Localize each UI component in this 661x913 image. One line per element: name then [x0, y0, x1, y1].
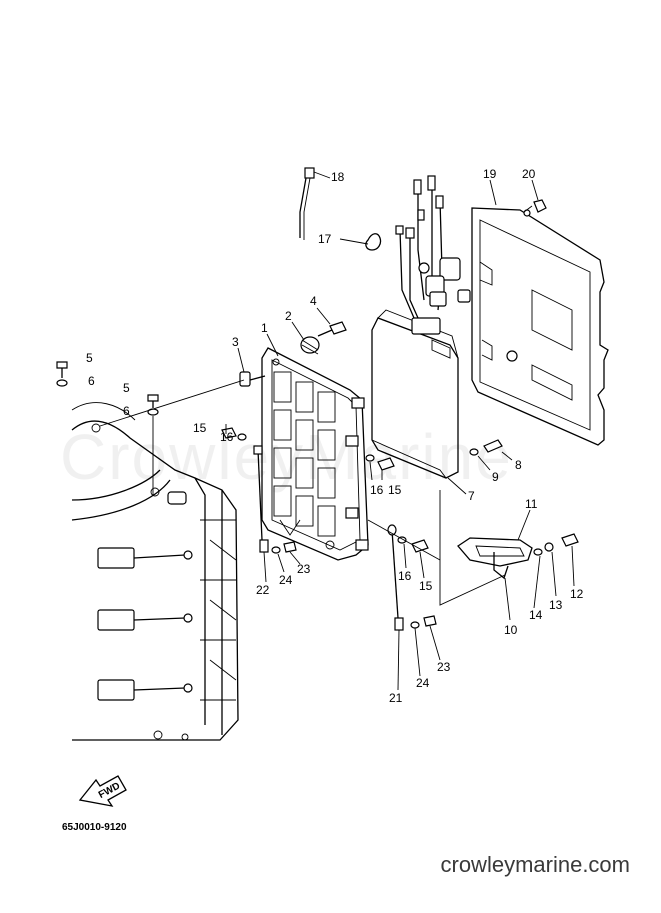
engine-block — [71, 402, 239, 741]
callout-13: 13 — [549, 598, 563, 612]
cdi-unit — [371, 175, 471, 479]
cable-tie-18 — [299, 167, 315, 240]
cover-panel — [471, 207, 609, 446]
callout-24-left: 24 — [279, 573, 293, 587]
callout-18: 18 — [331, 170, 345, 184]
callout-12: 12 — [570, 587, 584, 601]
callout-20: 20 — [522, 167, 536, 181]
callout-8: 8 — [515, 458, 522, 472]
bolt-20 — [523, 199, 547, 213]
callout-6-lower: 6 — [123, 404, 130, 418]
fwd-label: FWD — [97, 781, 122, 801]
callout-3: 3 — [232, 335, 239, 349]
callout-10: 10 — [504, 623, 518, 637]
mounting-bracket — [261, 347, 369, 561]
callout-16-left: 16 — [220, 430, 234, 444]
callout-11: 11 — [525, 497, 538, 511]
callout-4: 4 — [310, 294, 317, 308]
callout-2: 2 — [285, 309, 292, 323]
callout-14: 14 — [529, 608, 543, 622]
wire-harness — [395, 175, 471, 319]
hardware — [56, 321, 503, 631]
callout-15-center: 15 — [388, 483, 402, 497]
callout-23-lower: 23 — [437, 660, 451, 674]
callout-16-center: 16 — [370, 483, 384, 497]
figure-code: 65J0010-9120 — [62, 822, 127, 833]
callout-6-top: 6 — [88, 374, 95, 388]
callout-15-left: 15 — [193, 421, 207, 435]
watermark: CrowleyMarine — [60, 421, 513, 493]
callout-16-lower: 16 — [398, 569, 412, 583]
callout-23-left: 23 — [297, 562, 311, 576]
callout-7: 7 — [468, 489, 475, 503]
callout-17: 17 — [318, 232, 332, 246]
bracket-grid — [273, 371, 336, 537]
callout-15-lower: 15 — [419, 579, 433, 593]
callout-labels: 18 19 20 17 4 2 1 3 5 6 5 6 15 16 8 9 16… — [86, 167, 584, 705]
clip-17 — [365, 233, 382, 251]
fwd-arrow-icon: FWD — [78, 775, 127, 807]
leader-lines — [99, 171, 575, 691]
bracket-10-11 — [457, 533, 579, 580]
callout-24-lower: 24 — [416, 676, 430, 690]
callout-9: 9 — [492, 470, 499, 484]
callout-22: 22 — [256, 583, 270, 597]
callout-21: 21 — [389, 691, 403, 705]
callout-5-lower: 5 — [123, 381, 130, 395]
callout-19: 19 — [483, 167, 497, 181]
website-label: crowleymarine.com — [440, 852, 631, 877]
callout-1: 1 — [261, 321, 268, 335]
callout-5-top: 5 — [86, 351, 93, 365]
